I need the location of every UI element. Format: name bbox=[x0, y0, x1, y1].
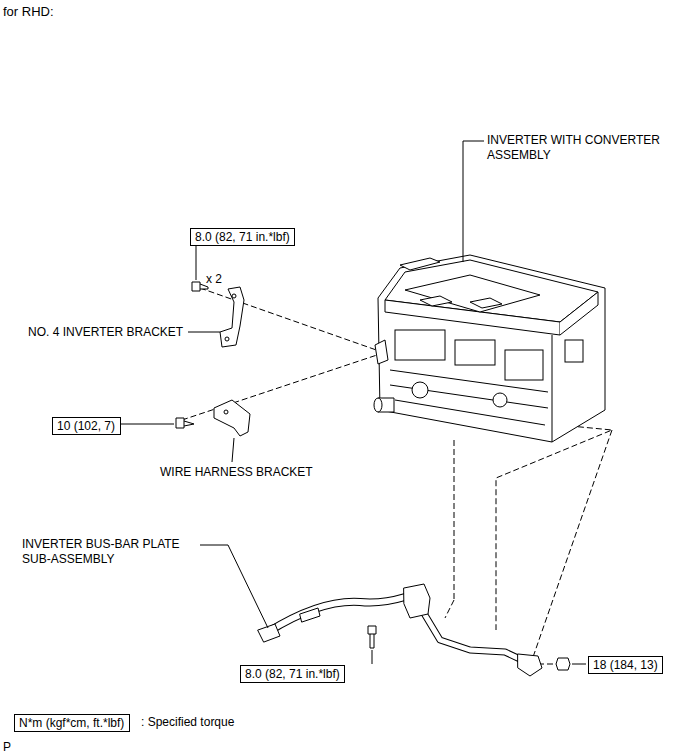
dashed-guide bbox=[200, 288, 382, 352]
leader-line bbox=[572, 664, 586, 665]
leader-line bbox=[188, 332, 220, 333]
inverter-assembly bbox=[374, 255, 605, 442]
bracket bbox=[220, 287, 244, 347]
terminal bbox=[518, 654, 542, 676]
inverter-body bbox=[378, 255, 605, 442]
part-name: INVERTER BUS-BAR PLATE SUB-ASSEMBLY bbox=[22, 537, 180, 566]
bolt bbox=[176, 418, 194, 428]
cover-panel bbox=[405, 275, 540, 312]
leader-line bbox=[119, 424, 174, 425]
connector-housing bbox=[395, 330, 445, 360]
part-name: NO. 4 INVERTER BRACKET bbox=[28, 325, 183, 340]
leader-line bbox=[196, 246, 197, 280]
connector-block bbox=[404, 584, 430, 618]
title-text: for RHD: bbox=[3, 4, 54, 19]
leader-line bbox=[372, 650, 373, 664]
connector-housing bbox=[565, 340, 583, 362]
bus-bar-plate bbox=[258, 584, 542, 676]
cover-port bbox=[420, 296, 452, 306]
boss bbox=[493, 393, 507, 407]
part-name: INVERTER WITH CONVERTER ASSEMBLY bbox=[487, 133, 660, 162]
legend-text: : Specified torque bbox=[141, 715, 234, 730]
inverter-flange bbox=[560, 292, 598, 335]
part-name: NO. 4 INVERTER BRACKET bbox=[28, 325, 183, 339]
torque-value: N*m (kgf*cm, ft.*lbf) bbox=[19, 716, 125, 730]
part-name: WIRE HARNESS BRACKET bbox=[160, 465, 313, 480]
wire-harness-bracket bbox=[214, 400, 250, 436]
mount-boss bbox=[375, 340, 388, 364]
cable bbox=[268, 597, 405, 632]
terminal bbox=[258, 624, 280, 642]
torque-value: 10 (102, 7) bbox=[57, 419, 116, 433]
connector-housing bbox=[505, 350, 543, 380]
clamp bbox=[300, 608, 320, 622]
torque-box: 18 (184, 13) bbox=[588, 656, 663, 674]
bolt bbox=[368, 626, 376, 648]
torque-value: 8.0 (82, 71 in.*lbf) bbox=[195, 230, 290, 244]
cable bbox=[425, 615, 522, 660]
page-title: for RHD: bbox=[3, 4, 54, 19]
quantity: x 2 bbox=[206, 272, 222, 286]
legend-text: : Specified torque bbox=[141, 715, 234, 729]
part-name: INVERTER WITH CONVERTER ASSEMBLY bbox=[487, 133, 682, 163]
nut bbox=[556, 658, 570, 670]
leader-line bbox=[463, 141, 484, 262]
bolt bbox=[192, 282, 208, 291]
torque-value: 18 (184, 13) bbox=[593, 658, 658, 672]
cover-port bbox=[400, 258, 440, 270]
coolant-pipe-end bbox=[374, 398, 382, 412]
torque-value: 8.0 (82, 71 in.*lbf) bbox=[245, 667, 340, 681]
page-mark: P bbox=[3, 740, 11, 755]
cable bbox=[268, 597, 405, 632]
dashed-guide bbox=[454, 440, 455, 600]
bracket-hole bbox=[232, 294, 236, 298]
dashed-guide bbox=[532, 430, 612, 660]
quantity: x 2 bbox=[206, 272, 222, 287]
dashed-guide bbox=[496, 425, 612, 630]
page-mark: P bbox=[3, 740, 11, 754]
legend-box: N*m (kgf*cm, ft.*lbf) bbox=[14, 714, 130, 732]
no4-inverter-bracket bbox=[220, 287, 244, 347]
cable bbox=[425, 615, 522, 660]
bracket-hole bbox=[224, 410, 228, 414]
part-name: WIRE HARNESS BRACKET bbox=[160, 465, 313, 479]
body-rib bbox=[390, 370, 548, 425]
cover-port bbox=[470, 298, 502, 308]
inverter-edge bbox=[552, 335, 553, 442]
part-name: INVERTER BUS-BAR PLATE SUB-ASSEMBLY bbox=[22, 537, 202, 567]
connector-housing bbox=[455, 340, 495, 365]
bracket-hole bbox=[225, 337, 229, 341]
bracket bbox=[214, 400, 250, 436]
leader-line bbox=[232, 438, 234, 462]
torque-box: 8.0 (82, 71 in.*lbf) bbox=[240, 665, 345, 683]
leader-line bbox=[200, 545, 268, 628]
dashed-guide bbox=[182, 352, 386, 420]
boss bbox=[412, 382, 428, 398]
torque-box: 8.0 (82, 71 in.*lbf) bbox=[190, 228, 295, 246]
leader-lines bbox=[119, 141, 586, 664]
torque-box: 10 (102, 7) bbox=[52, 417, 121, 435]
